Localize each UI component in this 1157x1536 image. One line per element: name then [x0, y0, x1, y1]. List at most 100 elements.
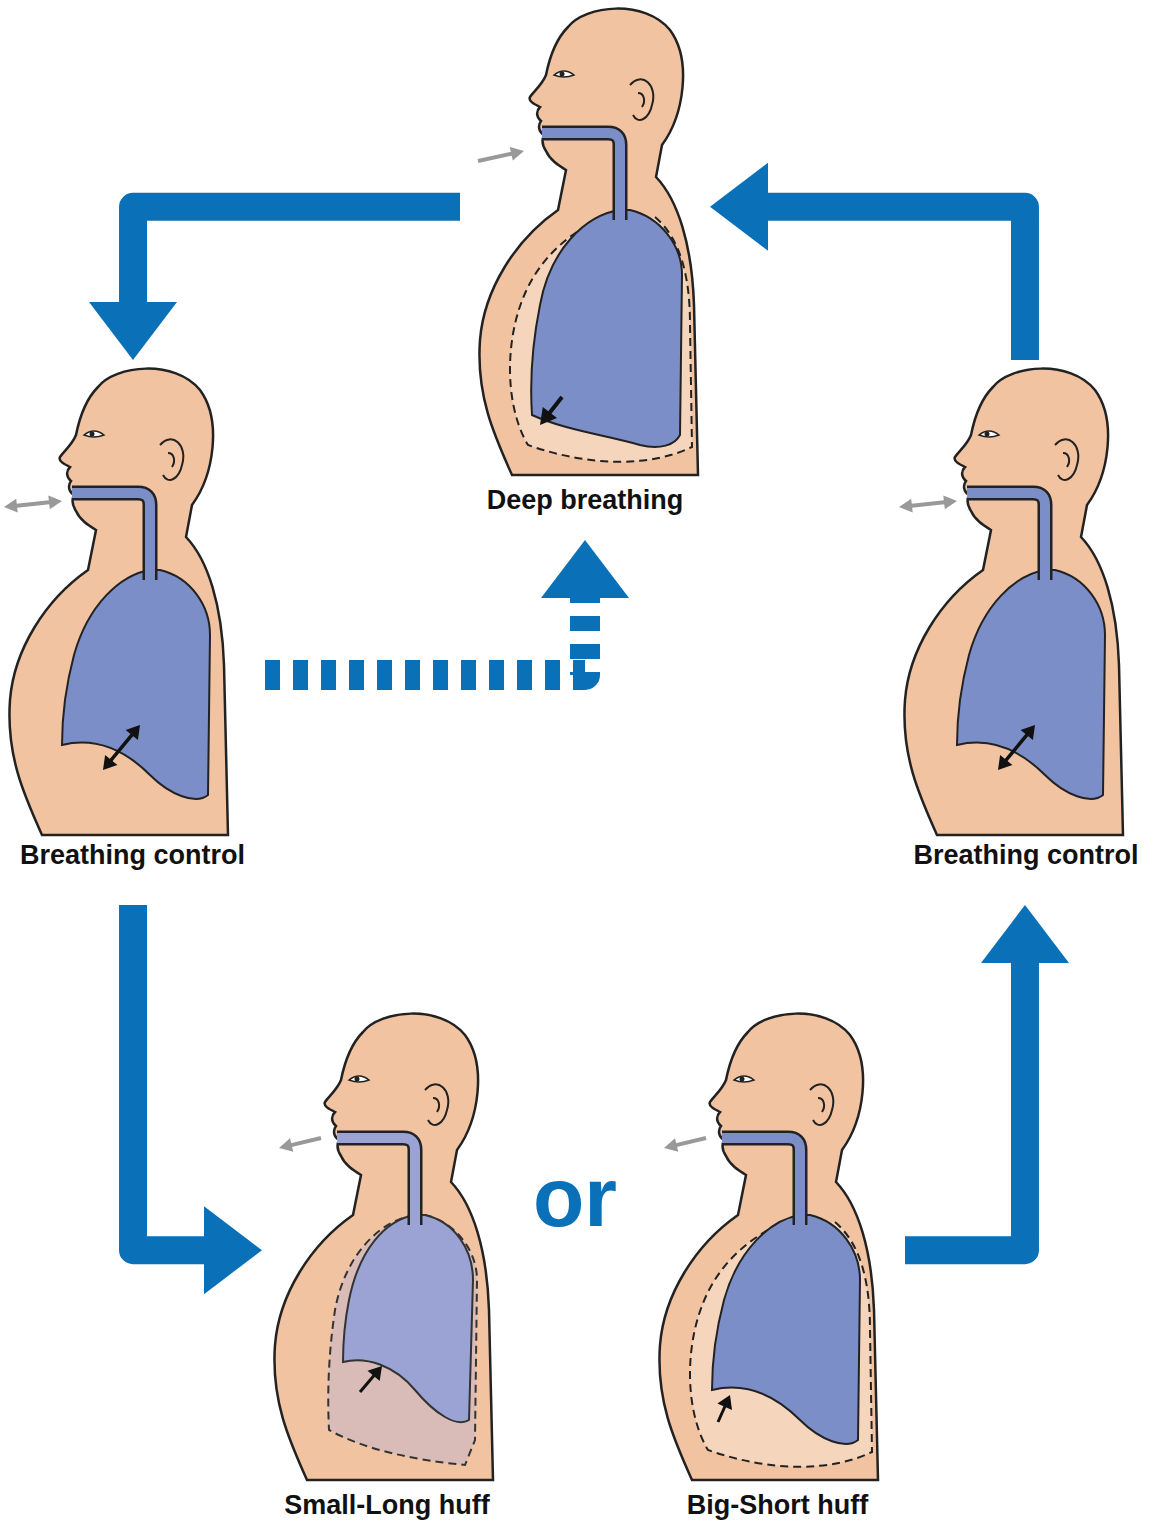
- arrow-head: [540, 407, 557, 425]
- breathing-stage: Breathing control: [895, 360, 1157, 905]
- pupil: [90, 432, 95, 437]
- arrow-head: [4, 499, 18, 513]
- eye: [84, 431, 104, 437]
- diaphragm-arrow: [360, 1366, 382, 1392]
- pupil: [740, 1077, 745, 1082]
- arrow-head: [368, 1366, 383, 1381]
- person-figure: [470, 5, 702, 481]
- body-outline: [659, 1014, 878, 1480]
- body-outline: [904, 369, 1123, 835]
- arrow-head: [279, 1138, 293, 1152]
- airway-outline: [967, 493, 1045, 580]
- pupil: [355, 1077, 360, 1082]
- lungs: [62, 570, 210, 799]
- arrow-head: [48, 495, 62, 509]
- eye: [554, 71, 574, 77]
- stage-label: Breathing control: [0, 840, 265, 870]
- airflow-arrow: [279, 1138, 321, 1152]
- arrow-head: [541, 540, 629, 598]
- lungs: [957, 570, 1105, 799]
- connector-line: [133, 207, 460, 308]
- arrow-head: [103, 755, 117, 770]
- airway-outline: [337, 1138, 415, 1225]
- arrow-head: [710, 163, 768, 251]
- body-outline: [274, 1014, 493, 1480]
- ear: [160, 439, 183, 480]
- eye: [349, 1076, 369, 1082]
- arrow-shaft: [289, 1138, 321, 1146]
- stage-label: Big-Short huff: [650, 1490, 905, 1520]
- arrow-head: [664, 1138, 678, 1152]
- arrow-head: [899, 499, 913, 513]
- arrow-head: [126, 725, 140, 740]
- choice-word: or: [500, 1152, 650, 1242]
- diaphragm-arrow: [717, 1395, 732, 1422]
- airway: [542, 133, 620, 220]
- airway: [722, 1138, 800, 1225]
- arrow-shaft: [478, 153, 514, 161]
- arrow-shaft: [1005, 733, 1029, 762]
- ear: [1055, 439, 1078, 480]
- cycle-arrow: [905, 905, 1069, 1250]
- diaphragm-arrow: [998, 725, 1035, 770]
- lungs: [343, 1215, 473, 1422]
- airflow-arrow: [4, 495, 62, 512]
- breathing-stage: Big-Short huff: [650, 1005, 905, 1530]
- arrow-head: [1021, 725, 1035, 740]
- ear: [630, 79, 653, 120]
- person-figure: [265, 1010, 497, 1486]
- airway: [967, 493, 1045, 580]
- person-figure: [895, 365, 1127, 841]
- arrow-head: [510, 147, 524, 161]
- body-outline: [9, 369, 228, 835]
- lungs: [531, 210, 682, 447]
- breathing-stage: Deep breathing: [460, 0, 710, 540]
- stage-label: Small-Long huff: [262, 1490, 512, 1520]
- arrow-head: [717, 1395, 732, 1410]
- person-figure: [650, 1010, 882, 1486]
- airway-outline: [72, 493, 150, 580]
- airway: [337, 1138, 415, 1225]
- lungs: [712, 1215, 860, 1444]
- arrow-shaft: [360, 1374, 375, 1392]
- arrow-head: [89, 302, 177, 360]
- arrow-head: [943, 495, 957, 509]
- airflow-arrow: [478, 147, 524, 161]
- airway: [72, 493, 150, 580]
- airflow-arrow: [664, 1138, 706, 1152]
- arrow-head: [998, 755, 1012, 770]
- diaphragm-arrow: [103, 725, 140, 770]
- ear: [810, 1084, 833, 1125]
- airway-outline: [542, 133, 620, 220]
- connector-line: [133, 905, 210, 1250]
- body-outline: [479, 9, 698, 475]
- connector-line: [762, 207, 1025, 360]
- person-figure: [0, 365, 232, 841]
- cycle-arrow: [710, 163, 1025, 360]
- breathing-stage: Breathing control: [0, 360, 265, 905]
- former-lungs: [328, 1215, 477, 1465]
- arrow-shaft: [909, 502, 946, 506]
- arrow-shaft: [548, 397, 562, 415]
- cycle-arrow: [133, 905, 262, 1294]
- arrow-shaft: [674, 1138, 706, 1146]
- pupil: [560, 72, 565, 77]
- stage-label: Deep breathing: [460, 485, 710, 515]
- airflow-arrow: [899, 495, 957, 512]
- cycle-arrow: [265, 540, 629, 675]
- eye: [979, 431, 999, 437]
- arrow-head: [204, 1206, 262, 1294]
- connector-line: [905, 957, 1025, 1250]
- arrow-shaft: [14, 502, 51, 506]
- connector-line: [265, 592, 585, 675]
- diaphragm-arrow: [540, 397, 562, 425]
- airway-outline: [722, 1138, 800, 1225]
- breathing-stage: Small-Long huff: [262, 1005, 512, 1530]
- eye: [734, 1076, 754, 1082]
- stage-label: Breathing control: [895, 840, 1157, 870]
- cycle-arrow: [89, 207, 460, 360]
- pupil: [985, 432, 990, 437]
- arrow-head: [981, 905, 1069, 963]
- arrow-shaft: [718, 1405, 726, 1422]
